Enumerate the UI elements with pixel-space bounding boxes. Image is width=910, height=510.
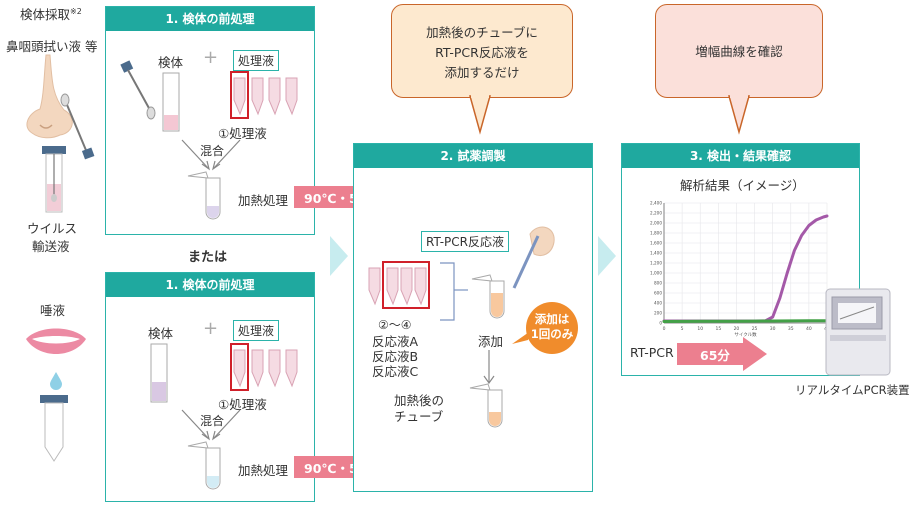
callout-middle-line3: 添加するだけ (444, 65, 520, 80)
heated-tube-label-2: チューブ (394, 409, 444, 424)
tubes-range-label: ②～④ (378, 318, 412, 332)
saliva-drop-icon (50, 372, 62, 390)
sample-label-top: 検体 (158, 55, 184, 70)
y-tick-label: 400 (654, 301, 662, 306)
saliva-tube-icon (40, 395, 68, 462)
pipette-hand-icon (512, 226, 555, 289)
badge-tail (512, 330, 532, 344)
detection-panel: 3. 検出・結果確認 (621, 143, 860, 376)
rt-pcr-label: RT-PCR (630, 345, 674, 360)
flow-chevron-1 (330, 236, 348, 276)
bracket-lines (440, 262, 468, 321)
callout-middle-line1: 加熱後のチューブに (426, 25, 538, 40)
callout-right: 増幅曲線を確認 (655, 4, 823, 98)
mixed-tube-icon (187, 171, 221, 220)
series-line-1 (662, 214, 829, 323)
x-tick-label: 0 (663, 326, 666, 332)
y-tick-label: 1,800 (650, 231, 662, 236)
badge-line2: 1回のみ (530, 327, 574, 341)
solution-tubes-icon (230, 71, 298, 119)
pcr-device-label: リアルタイムPCR装置 (795, 383, 910, 397)
mouth-icon (26, 328, 86, 354)
y-tick-label: 1,200 (650, 261, 662, 266)
pcr-device-icon (825, 288, 891, 376)
solution-tubes-icon (230, 343, 298, 391)
y-tick-label: 2,400 (650, 201, 662, 206)
rt-pcr-duration: 65分 (700, 348, 730, 363)
plus-sign-bottom: + (203, 318, 219, 339)
transport-label-1: ウイルス (27, 221, 78, 236)
y-tick-label: 2,200 (650, 211, 662, 216)
y-tick-label: 1,600 (650, 241, 662, 246)
series-line-2 (662, 319, 829, 323)
x-tick-label: 25 (752, 326, 758, 332)
reagent-tubes-icon (368, 261, 430, 309)
x-axis-label: サイクル数 (734, 331, 757, 338)
y-tick-label: 800 (654, 281, 662, 286)
add-once-badge: 添加は 1回のみ (526, 302, 578, 354)
callout-middle-tail (469, 95, 491, 135)
swab-icon (120, 60, 156, 120)
y-tick-label: 2,000 (650, 221, 662, 226)
rt-pcr-arrow (677, 337, 767, 371)
mix-label-top: 混合 (200, 144, 225, 158)
sample-label-bottom: 検体 (148, 326, 174, 341)
sample-tube-icon (162, 72, 180, 132)
y-tick-label: 0 (659, 321, 662, 326)
x-tick-label: 40 (806, 326, 812, 332)
add-down-arrow (483, 350, 495, 385)
sampling-title: 検体採取※2 (20, 6, 82, 22)
y-tick-label: 1,000 (650, 271, 662, 276)
y-tick-label: 1,400 (650, 251, 662, 256)
amplification-chart: 05101520253035404502004006008001,0001,20… (650, 201, 830, 339)
solution-tag-bottom: 処理液 (233, 320, 280, 341)
or-label: または (188, 250, 228, 265)
y-tick-label: 200 (654, 311, 662, 316)
mix-arrows-icon (181, 409, 241, 441)
pretreatment-header-bottom: 1. 検体の前処理 (106, 273, 314, 297)
tube-note-bottom: ①処理液 (218, 397, 267, 412)
x-tick-label: 30 (770, 326, 776, 332)
rt-pcr-tag: RT-PCR反応液 (421, 231, 509, 252)
heat-label-bottom: 加熱処理 (238, 463, 289, 478)
heat-label-top: 加熱処理 (238, 193, 289, 208)
saliva-label: 唾液 (40, 303, 66, 318)
reaction-a-label: 反応液A (372, 334, 419, 349)
flow-chevron-2 (598, 236, 616, 276)
reaction-tube-icon (471, 274, 505, 319)
callout-right-text: 増幅曲線を確認 (695, 44, 783, 59)
mix-label-bottom: 混合 (200, 414, 225, 428)
add-label: 添加 (478, 334, 504, 349)
solution-tag-top: 処理液 (233, 50, 280, 71)
callout-right-tail (728, 95, 750, 135)
swab-icon (60, 93, 95, 160)
mix-arrows-icon (181, 139, 241, 171)
callout-middle-line2: RT-PCR反応液を (435, 45, 529, 60)
badge-line1: 添加は (534, 312, 570, 326)
reagent-prep-header: 2. 試薬調製 (354, 144, 592, 168)
mixed-tube-icon (187, 441, 221, 490)
transport-tube-icon (42, 146, 66, 213)
tube-note-top: ①処理液 (218, 126, 267, 141)
pretreatment-header-top: 1. 検体の前処理 (106, 7, 314, 31)
reaction-c-label: 反応液C (372, 364, 419, 379)
heated-tube-icon (469, 383, 503, 428)
x-tick-label: 35 (788, 326, 794, 332)
x-tick-label: 20 (734, 326, 740, 332)
x-tick-label: 10 (697, 326, 703, 332)
plus-sign-top: + (203, 47, 219, 68)
nose-icon (26, 54, 73, 139)
x-tick-label: 5 (681, 326, 684, 332)
sample-tube-icon (150, 343, 168, 403)
callout-middle: 加熱後のチューブに RT-PCR反応液を 添加するだけ (391, 4, 573, 98)
detection-header: 3. 検出・結果確認 (622, 144, 859, 168)
x-tick-label: 15 (715, 326, 721, 332)
y-tick-label: 600 (654, 291, 662, 296)
heated-tube-label-1: 加熱後の (394, 393, 445, 408)
reaction-b-label: 反応液B (372, 349, 419, 364)
nasal-label: 鼻咽頭拭い液 等 (6, 39, 98, 54)
chart-title: 解析結果（イメージ） (680, 178, 805, 193)
transport-label-2: 輸送液 (32, 239, 70, 254)
